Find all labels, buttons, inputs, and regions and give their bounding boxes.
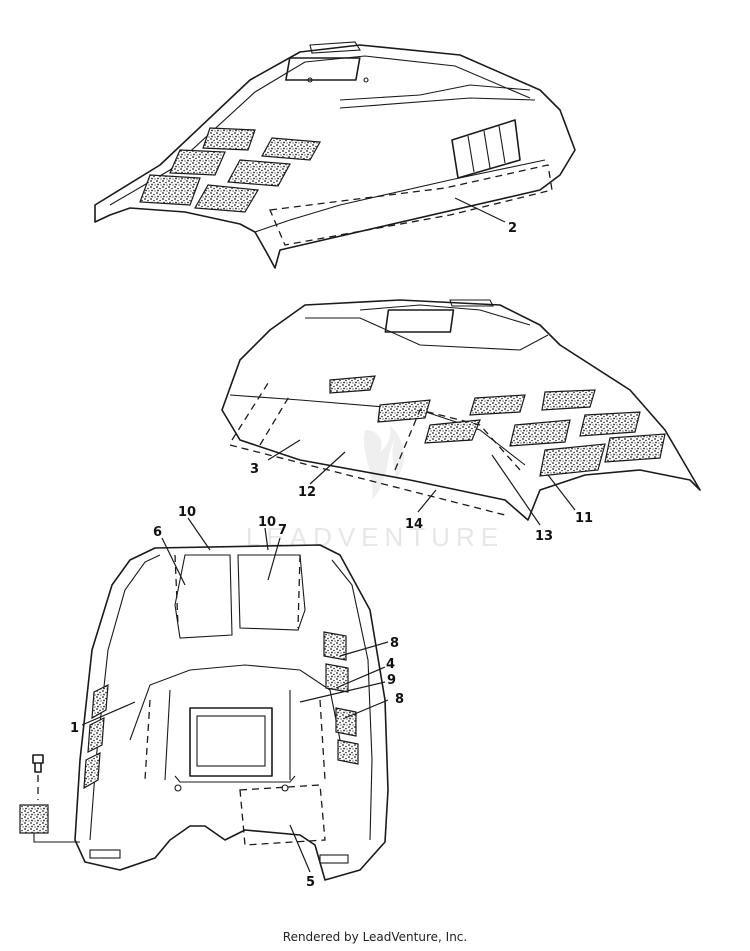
callout-8-top: 8 <box>390 636 399 651</box>
hood-side-view <box>221 299 701 521</box>
callout-6: 6 <box>153 525 162 540</box>
footer-credit: Rendered by LeadVenture, Inc. <box>282 930 468 944</box>
watermark-text: LEADVENTURE <box>246 522 504 552</box>
callout-4: 4 <box>386 657 395 672</box>
callout-13: 13 <box>535 529 553 544</box>
callout-leaders <box>81 197 576 873</box>
callout-3: 3 <box>250 462 259 477</box>
callout-9: 9 <box>387 673 396 688</box>
callout-2: 2 <box>508 221 517 236</box>
callout-14: 14 <box>405 517 423 532</box>
callout-10-right: 10 <box>258 515 276 530</box>
callout-12: 12 <box>298 485 316 500</box>
callout-7: 7 <box>278 523 287 538</box>
callout-11: 11 <box>575 511 593 526</box>
hood-top-view <box>94 41 576 269</box>
callout-8-bottom: 8 <box>395 692 404 707</box>
callout-1: 1 <box>70 721 79 736</box>
callout-5: 5 <box>306 875 315 890</box>
callout-10-left: 10 <box>178 505 196 520</box>
callouts: 2 3 12 14 13 11 10 10 6 7 1 8 4 9 8 5 <box>70 221 593 890</box>
hood-underside-view <box>19 544 389 881</box>
